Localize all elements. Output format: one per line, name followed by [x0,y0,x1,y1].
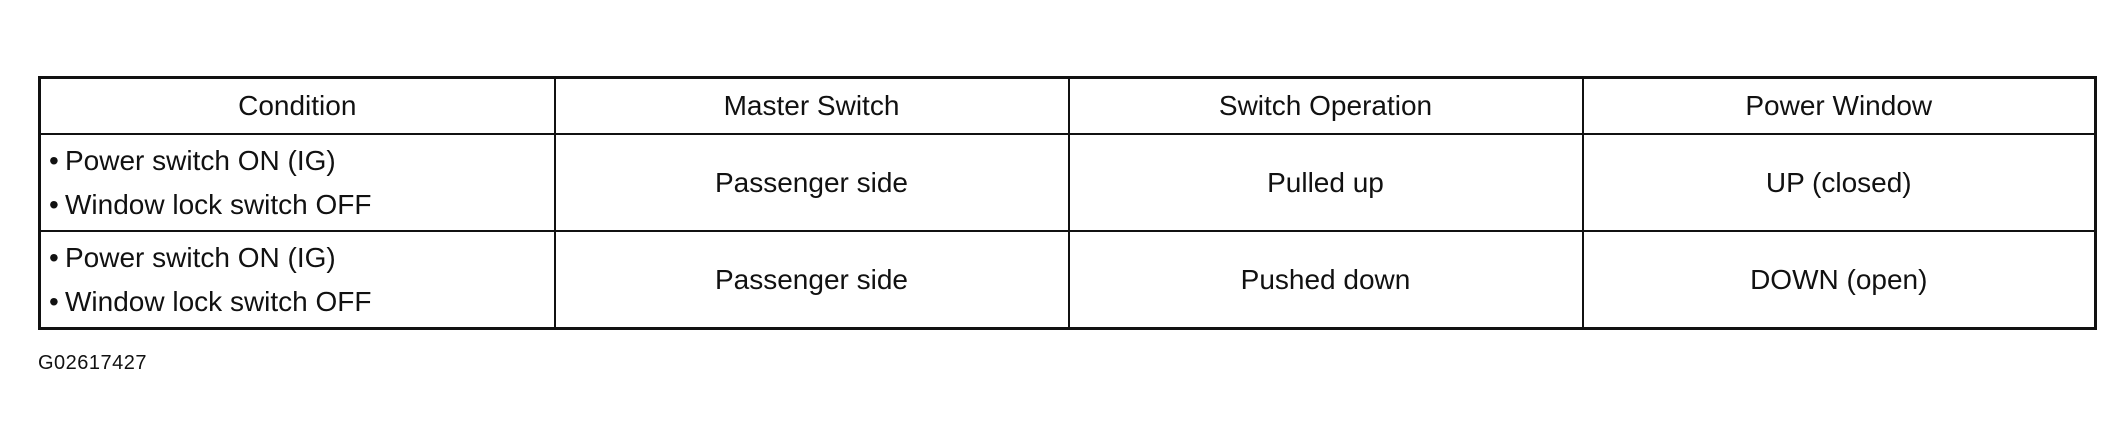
condition-item: •Power switch ON (IG) [49,236,554,280]
header-condition: Condition [38,76,556,135]
condition-item: •Power switch ON (IG) [49,139,554,183]
condition-text: Window lock switch OFF [65,188,372,220]
header-switch-operation: Switch Operation [1067,76,1584,135]
condition-text: Power switch ON (IG) [65,241,336,273]
bullet-icon: • [49,285,59,317]
power-window-cell: DOWN (open) [1581,230,2097,330]
condition-item: •Window lock switch OFF [49,280,554,324]
bullet-icon: • [49,241,59,273]
master-switch-cell: Passenger side [553,133,1070,232]
switch-operation-cell: Pulled up [1067,133,1584,232]
power-window-cell: UP (closed) [1581,133,2097,232]
bullet-icon: • [49,188,59,220]
switch-operation-cell: Pushed down [1067,230,1584,330]
table-header-row: Condition Master Switch Switch Operation… [38,76,2097,135]
condition-text: Power switch ON (IG) [65,144,336,176]
condition-cell: •Power switch ON (IG) •Window lock switc… [38,230,556,330]
header-master-switch: Master Switch [553,76,1070,135]
condition-cell: •Power switch ON (IG) •Window lock switc… [38,133,556,232]
table-row: •Power switch ON (IG) •Window lock switc… [38,230,2097,330]
table-row: •Power switch ON (IG) •Window lock switc… [38,133,2097,232]
master-switch-cell: Passenger side [553,230,1070,330]
header-power-window: Power Window [1581,76,2097,135]
figure-code: G02617427 [38,352,148,374]
bullet-icon: • [49,144,59,176]
power-window-operation-table: Condition Master Switch Switch Operation… [38,76,2097,330]
condition-item: •Window lock switch OFF [49,183,554,227]
condition-text: Window lock switch OFF [65,285,372,317]
